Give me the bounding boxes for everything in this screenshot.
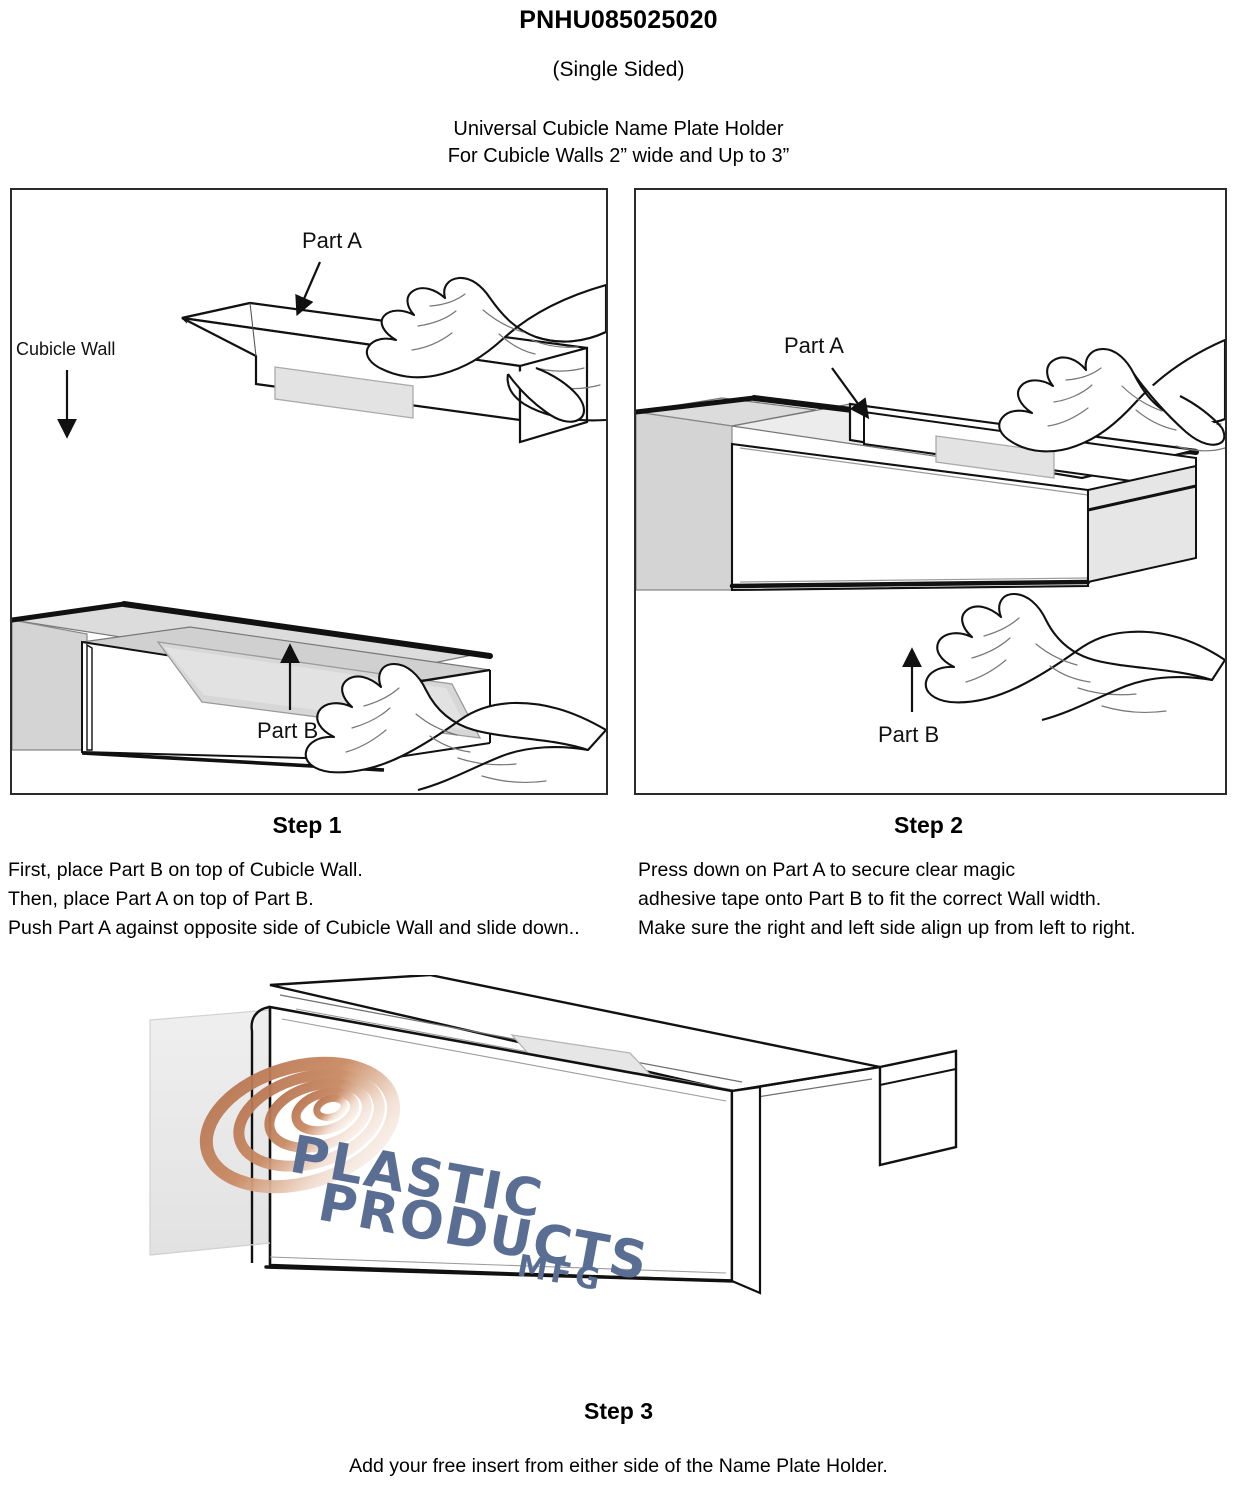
sided-label: (Single Sided) <box>552 58 685 81</box>
step-2-drawing: Part A Part B <box>636 333 1225 747</box>
step-2-title: Step 2 <box>893 812 964 838</box>
description-line-2: For Cubicle Walls 2” wide and Up to 3” <box>447 145 790 167</box>
step-1-body: First, place Part B on top of Cubicle Wa… <box>8 859 580 939</box>
step-3-drawing: PLASTIC PRODUCTS MFG <box>149 975 958 1299</box>
callout-part-b-label: Part B <box>257 718 318 743</box>
step-1-illustration-panel: Part A Cubicle Wall Part B <box>10 188 608 795</box>
step-2-body: Press down on Part A to secure clear mag… <box>638 859 1136 939</box>
step-3-body: Add your free insert from either side of… <box>349 1455 888 1477</box>
document-header: PNHU085025020 (Single Sided) Universal C… <box>0 0 1237 170</box>
product-sku: PNHU085025020 <box>519 6 718 34</box>
step-2-illustration-panel: Part A Part B <box>634 188 1227 795</box>
step-3-title: Step 3 <box>583 1398 654 1424</box>
step-3-illustration: PLASTIC PRODUCTS MFG <box>120 975 1000 1375</box>
description-line-1: Universal Cubicle Name Plate Holder <box>453 118 784 140</box>
logo-swirl-icon <box>199 1056 401 1194</box>
step-1-drawing: Part A Cubicle Wall Part B <box>12 228 606 792</box>
step-1-title: Step 1 <box>272 812 342 838</box>
product-description: Universal Cubicle Name Plate Holder For … <box>0 116 1237 170</box>
callout-part-b-label: Part B <box>878 722 939 747</box>
callout-cubicle-wall-label: Cubicle Wall <box>16 339 115 359</box>
callout-part-a-label: Part A <box>784 333 844 358</box>
callout-part-a-label: Part A <box>302 228 362 253</box>
